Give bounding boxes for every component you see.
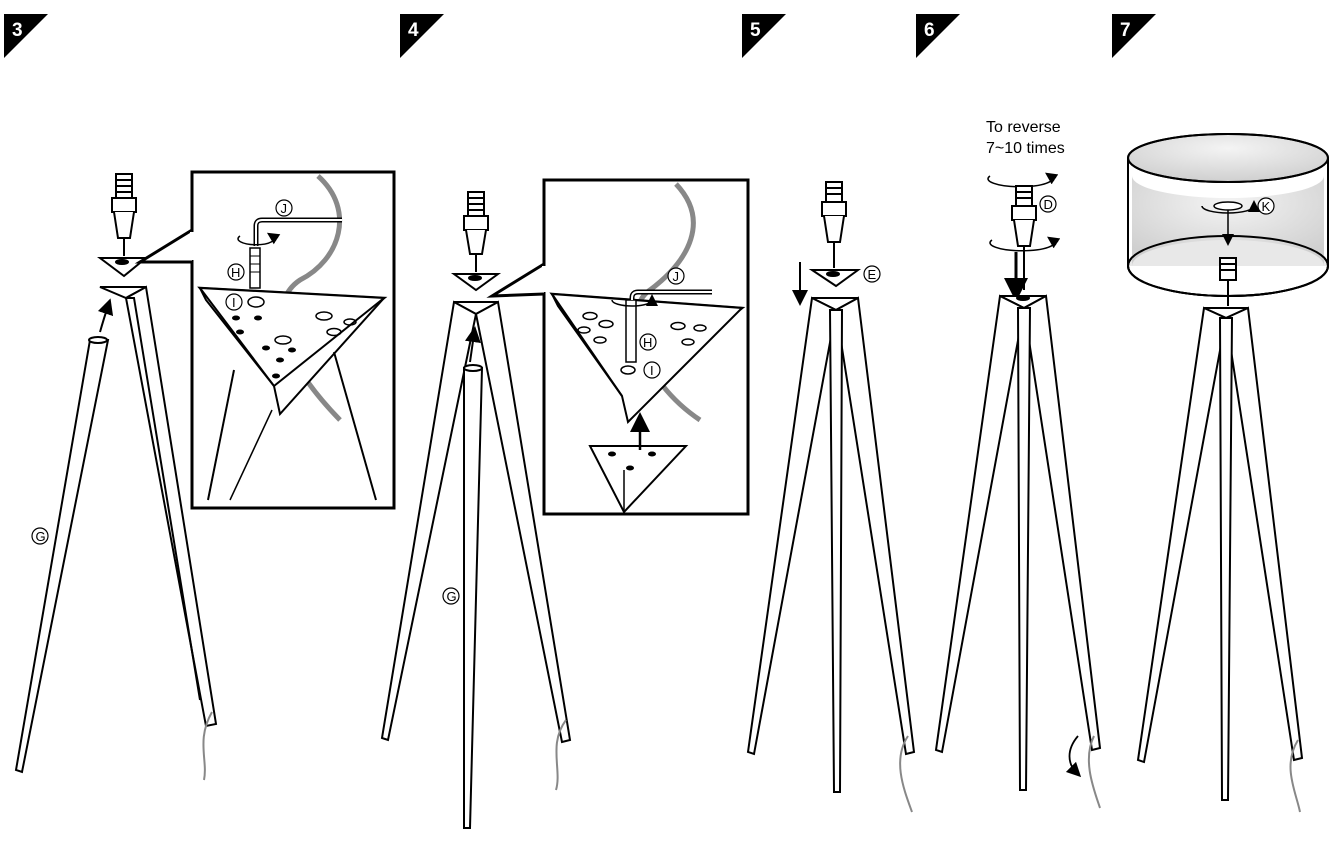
svg-text:4: 4 xyxy=(408,20,419,41)
step-3-illustration xyxy=(14,173,218,781)
reverse-instruction-line2: 7~10 times xyxy=(986,140,1065,157)
step-4-illustration xyxy=(380,191,572,829)
step-4-zoom-box xyxy=(486,178,750,516)
callout-j: J xyxy=(281,201,288,216)
step-7-illustration xyxy=(1127,133,1329,813)
power-cord xyxy=(202,711,213,781)
step-3-zoom-box xyxy=(134,170,396,510)
callout-h-step4: H xyxy=(643,335,652,350)
tripod-leg-right xyxy=(124,285,218,728)
step-badge-6: 6 xyxy=(916,14,960,58)
step-badge-7: 7 xyxy=(1112,14,1156,58)
step-badge-5: 5 xyxy=(742,14,786,58)
svg-text:5: 5 xyxy=(750,20,761,41)
callout-g: G xyxy=(36,529,46,544)
lamp-shade xyxy=(1127,133,1329,297)
reverse-instruction-line1: To reverse xyxy=(986,119,1061,136)
callout-e: E xyxy=(868,267,877,282)
svg-text:7: 7 xyxy=(1120,20,1131,41)
step-badge-4: 4 xyxy=(400,14,444,58)
step-5-illustration xyxy=(746,181,916,813)
step-6-illustration xyxy=(934,172,1102,809)
insert-arrow xyxy=(97,298,114,333)
callout-g-step4: G xyxy=(447,589,457,604)
lamp-socket xyxy=(463,191,489,272)
callout-i-step4: I xyxy=(650,363,654,378)
svg-text:3: 3 xyxy=(12,20,23,41)
tripod-leg-g xyxy=(14,339,110,774)
callout-k: K xyxy=(1262,199,1271,214)
callout-h: H xyxy=(231,265,240,280)
top-plate xyxy=(97,257,149,278)
callout-i: I xyxy=(232,295,236,310)
step-badge-3: 3 xyxy=(4,14,48,58)
svg-text:6: 6 xyxy=(924,20,935,41)
callout-j-step4: J xyxy=(673,269,680,284)
callout-d: D xyxy=(1044,197,1053,212)
lamp-socket xyxy=(111,173,137,256)
